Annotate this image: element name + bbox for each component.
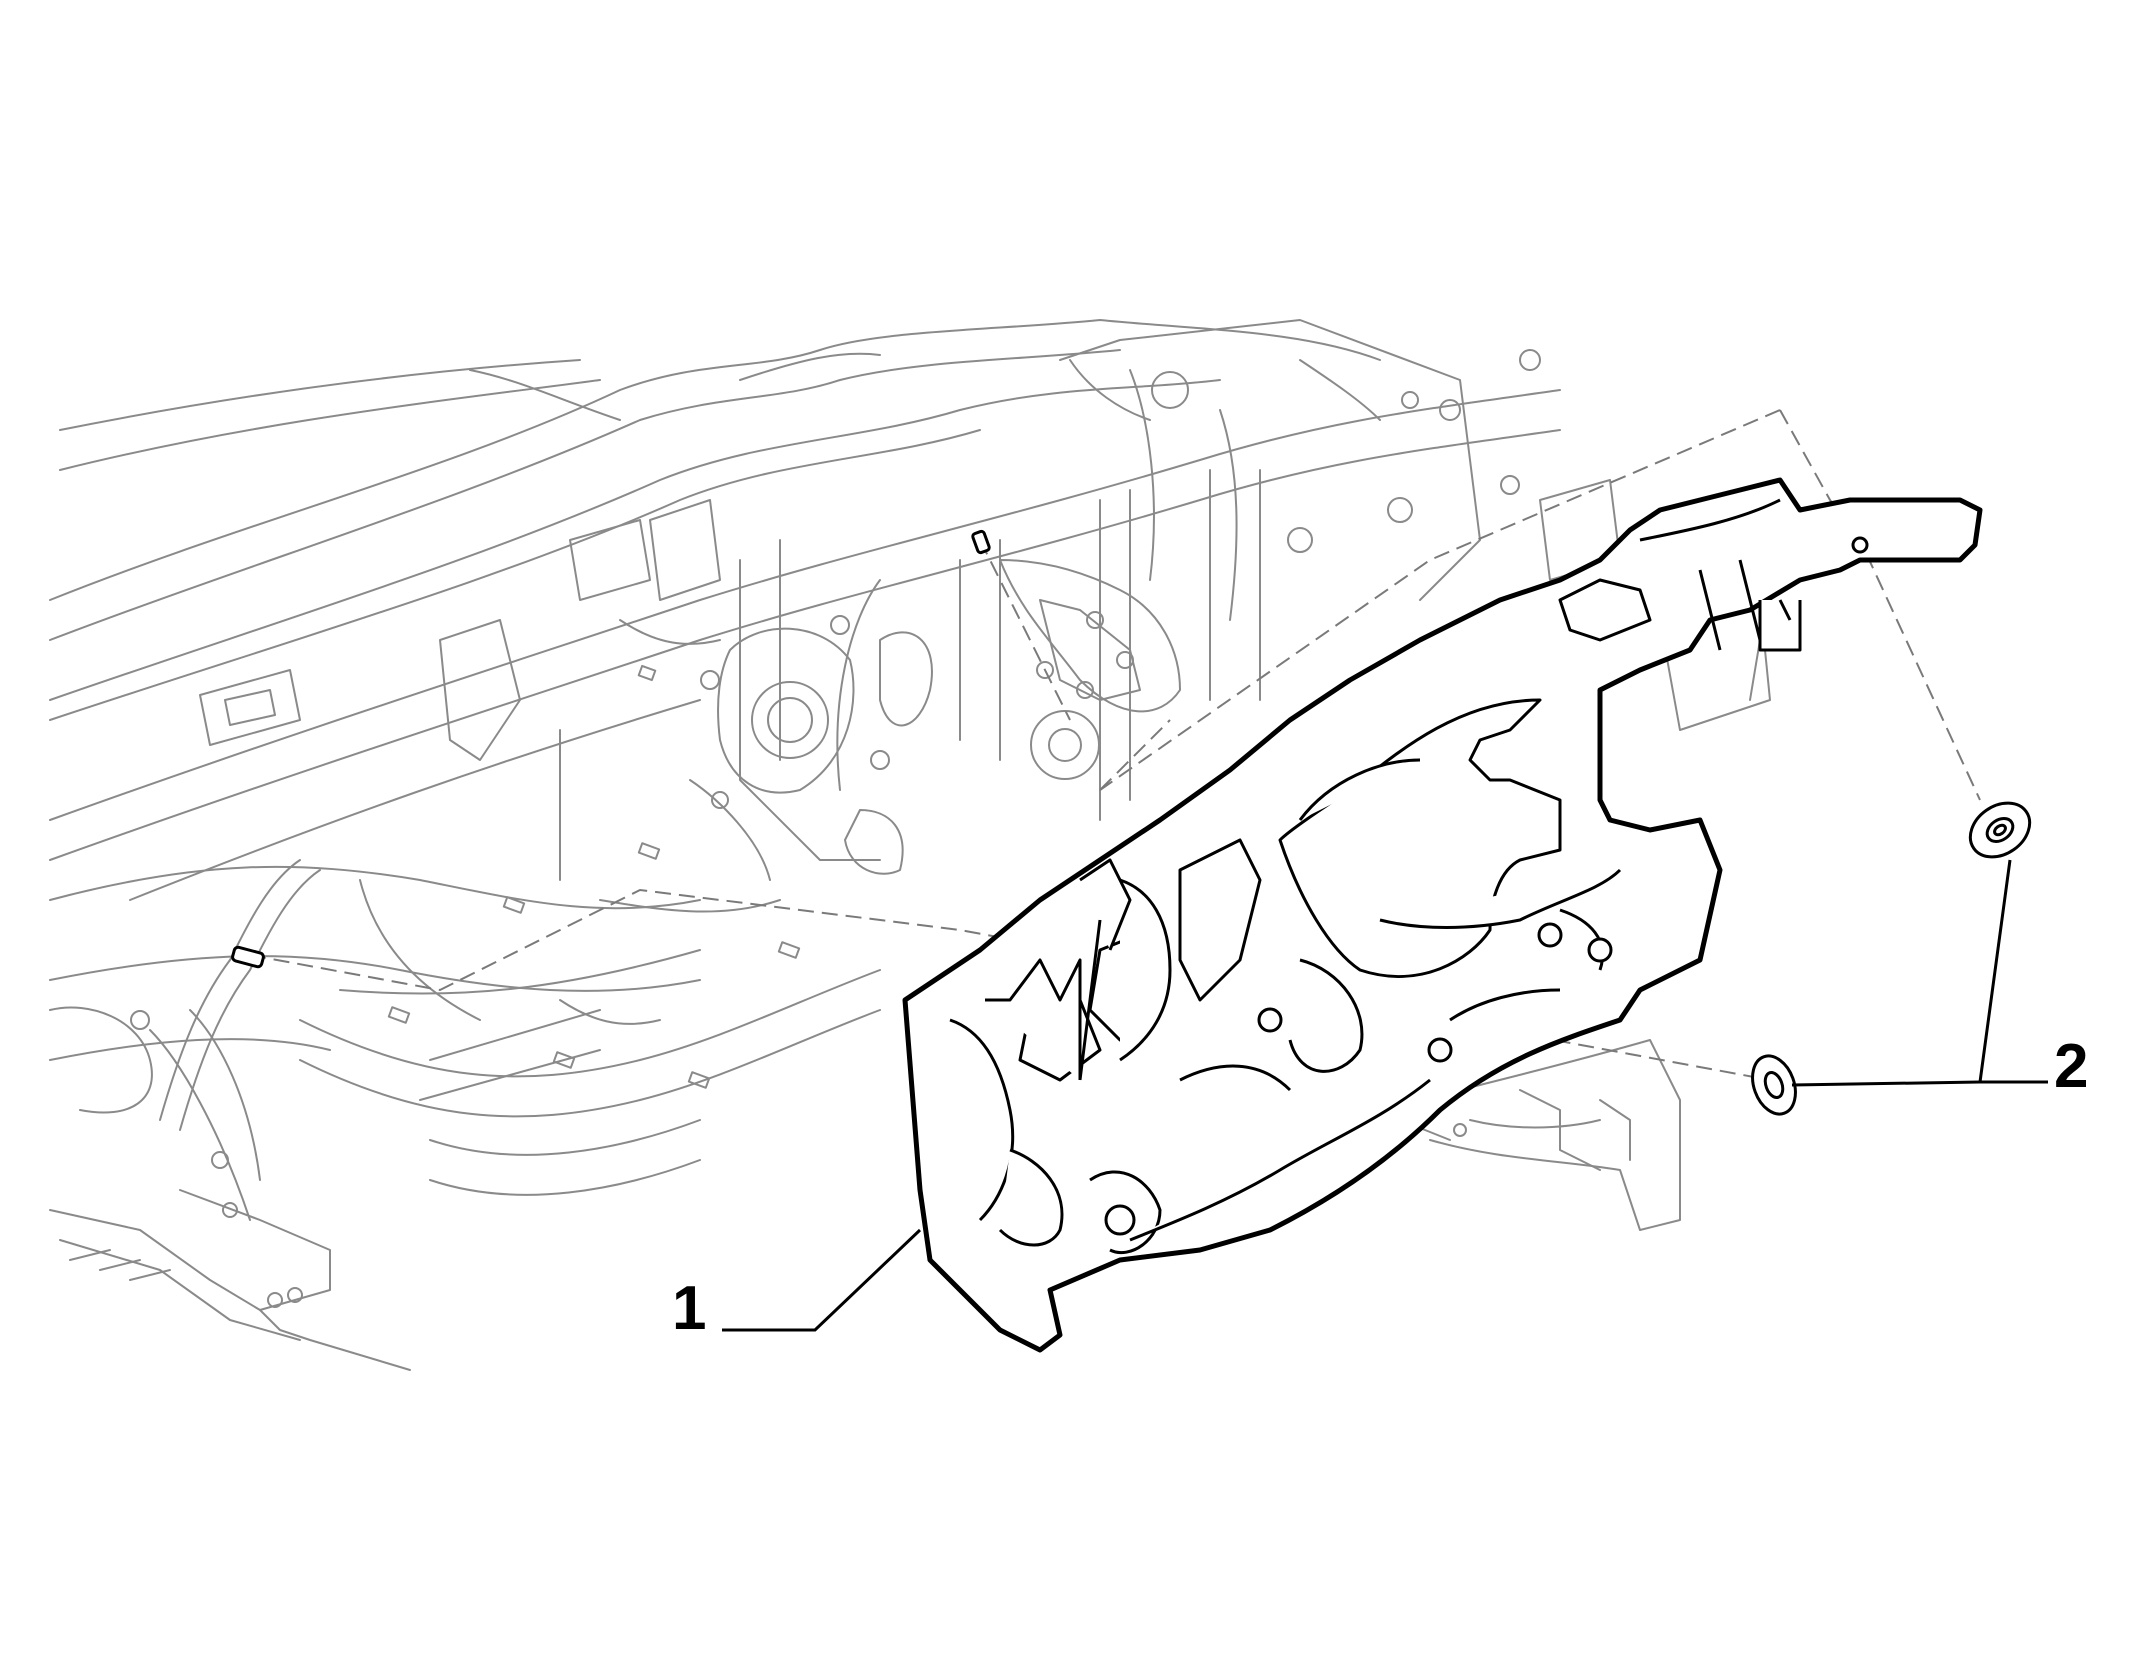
part-2-grommet-upper	[1968, 801, 2032, 859]
callout-label-2: 2	[2054, 1032, 2089, 1101]
callout-label-1: 1	[672, 1274, 707, 1343]
part-2-grommet-lower	[1751, 1054, 1797, 1116]
locating-pins	[231, 529, 991, 969]
part-1-insulation-panel	[902, 477, 1983, 1353]
background-studs	[387, 664, 801, 1089]
leader-lines	[722, 859, 2048, 1332]
vehicle-body-structure	[49, 319, 1771, 1371]
